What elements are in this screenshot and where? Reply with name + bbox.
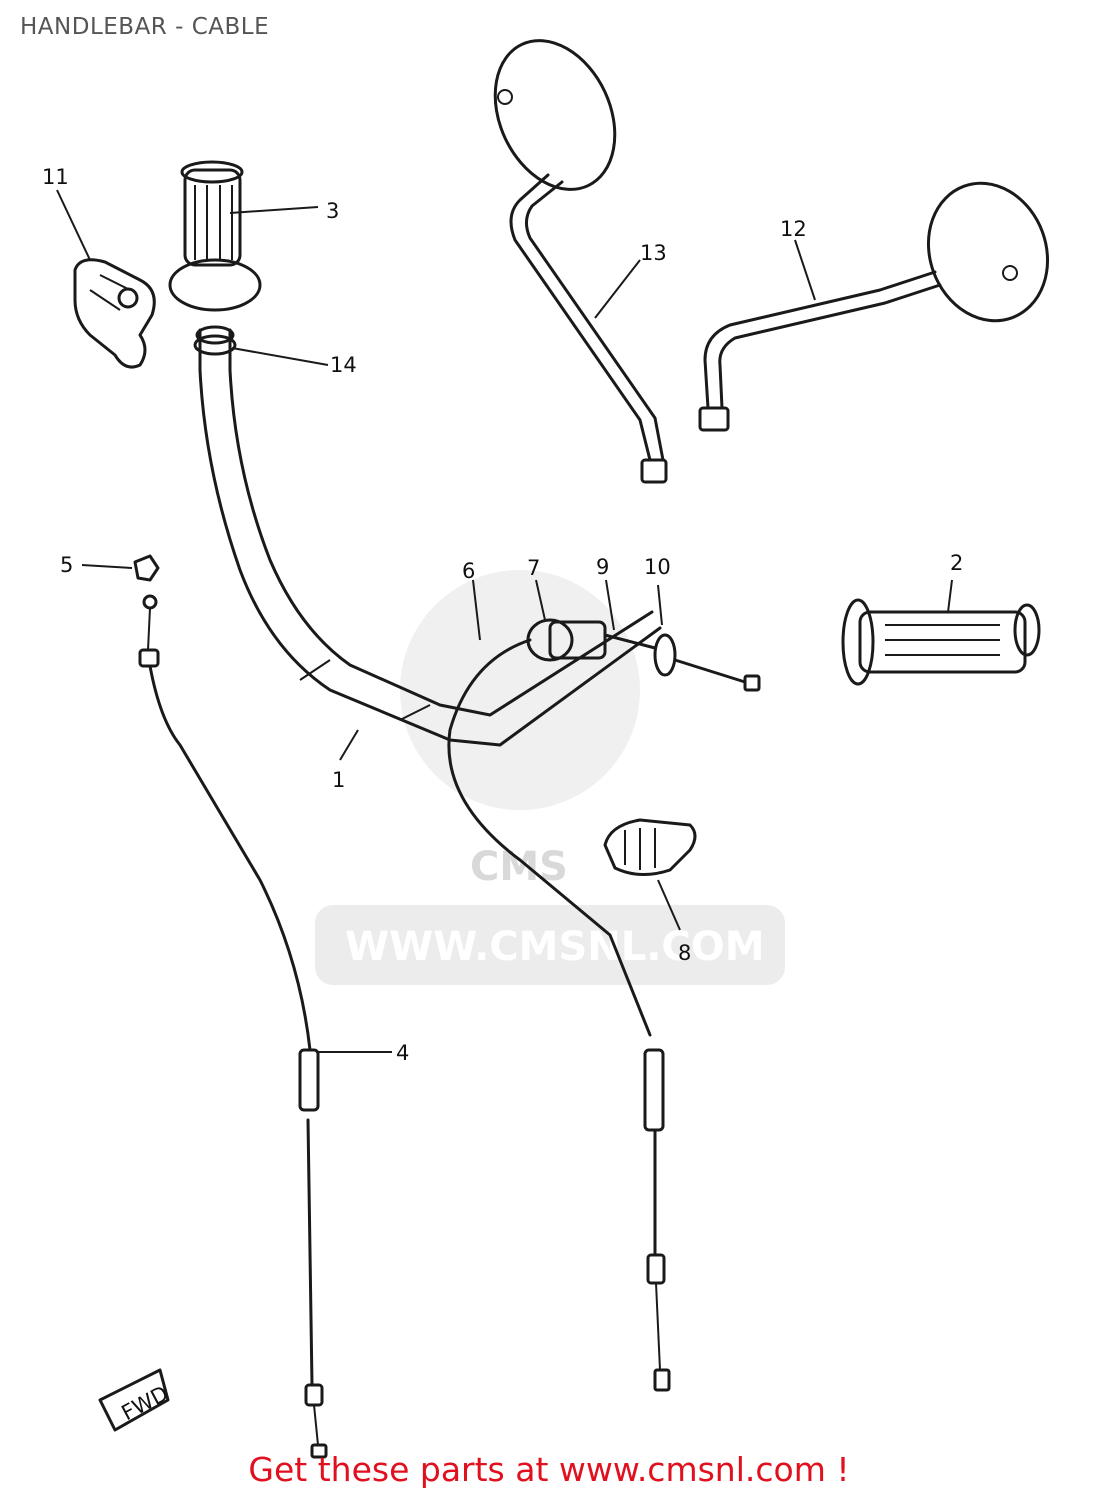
watermark-logo: CMS <box>470 844 568 890</box>
callout-8: 8 <box>678 941 691 965</box>
callout-7: 7 <box>527 556 540 580</box>
promo-link[interactable]: Get these parts at www.cmsnl.com ! <box>248 1450 850 1489</box>
callout-9: 9 <box>596 555 609 579</box>
callouts: 1 2 3 4 5 6 7 8 9 10 11 12 13 14 <box>42 165 963 1065</box>
handlebar <box>198 328 662 747</box>
page-title: HANDLEBAR - CABLE <box>20 14 270 40</box>
callout-10: 10 <box>644 555 671 579</box>
callout-5: 5 <box>60 553 73 577</box>
callout-1: 1 <box>332 768 345 792</box>
watermark-text: WWW.CMSNL.COM <box>345 924 765 970</box>
cable-boot <box>603 818 697 876</box>
callout-3: 3 <box>326 199 339 223</box>
lever-holder <box>73 258 156 369</box>
callout-6: 6 <box>462 559 475 583</box>
callout-11: 11 <box>42 165 69 189</box>
mirror-right <box>698 181 1050 432</box>
throttle-cable <box>447 638 671 1392</box>
leader-lines <box>56 189 953 1053</box>
left-grip <box>168 160 262 345</box>
mirror-left <box>493 39 668 484</box>
clamp-ring <box>193 334 237 356</box>
adjuster-nut <box>133 554 160 582</box>
callout-4: 4 <box>396 1041 409 1065</box>
throttle-grip <box>841 598 1041 686</box>
forward-arrow-icon: FWD <box>98 1368 172 1432</box>
callout-2: 2 <box>950 551 963 575</box>
callout-13: 13 <box>640 241 667 265</box>
callout-12: 12 <box>780 217 807 241</box>
clutch-cable <box>138 594 328 1459</box>
callout-14: 14 <box>330 353 357 377</box>
watermark: CMS WWW.CMSNL.COM <box>315 570 785 985</box>
